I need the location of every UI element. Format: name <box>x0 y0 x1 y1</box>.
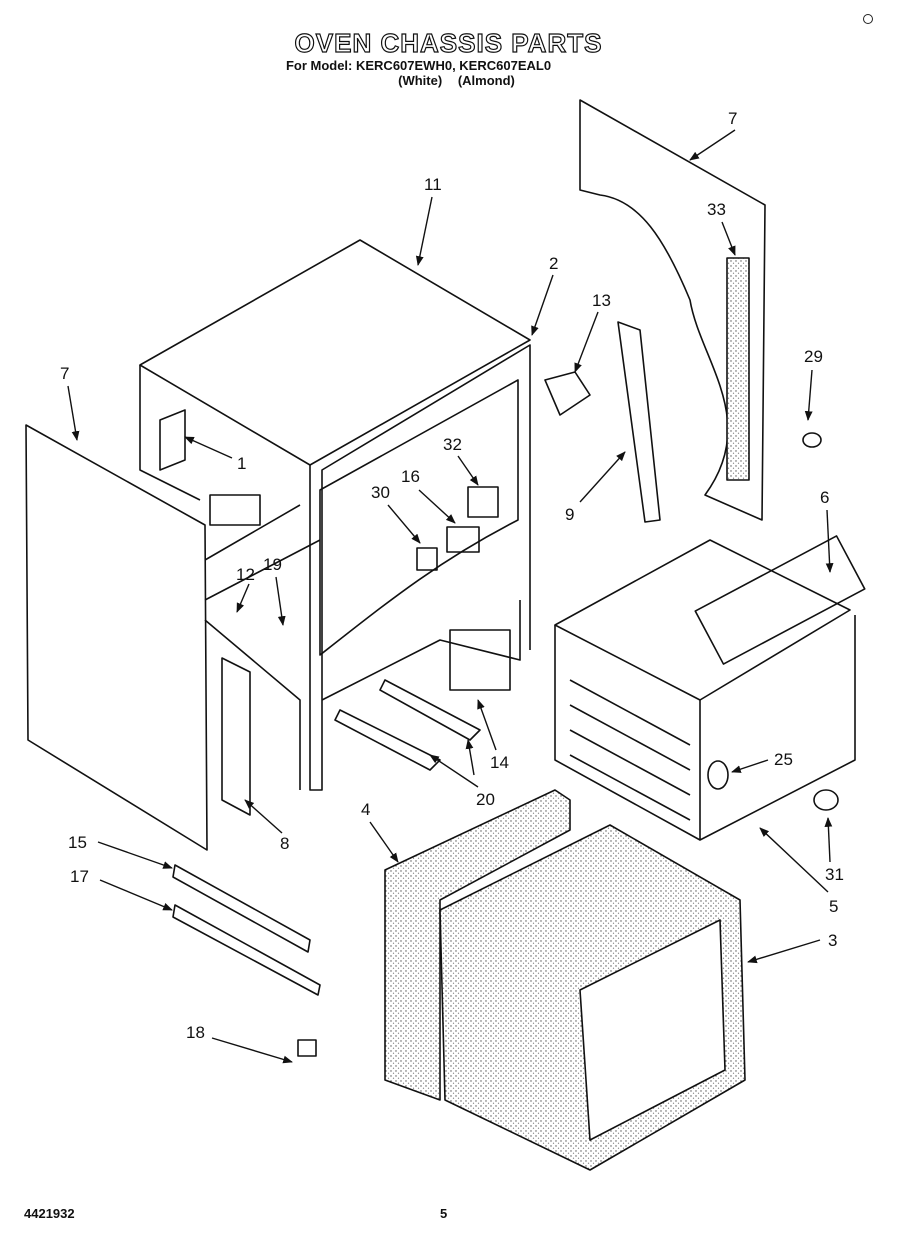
callout-15: 15 <box>68 833 87 852</box>
callout-11: 11 <box>424 175 442 194</box>
component-16 <box>446 526 480 553</box>
oven-cavity-top <box>554 539 851 701</box>
callout-30: 30 <box>371 483 390 502</box>
callout-18: 18 <box>186 1023 205 1042</box>
callout-31: 31 <box>825 865 844 884</box>
rack-6 <box>694 535 866 665</box>
callout-16: 16 <box>401 467 420 486</box>
rail-17 <box>172 904 321 996</box>
page-title: OVEN CHASSIS PARTS <box>294 27 603 58</box>
bracket-13 <box>544 371 591 416</box>
callout-4: 4 <box>361 800 370 819</box>
color-almond: (Almond) <box>457 73 515 88</box>
chassis-top <box>139 239 531 466</box>
element-25 <box>707 760 729 790</box>
rail-20b <box>334 709 441 771</box>
callout-7-left: 7 <box>60 364 69 383</box>
rear-panel <box>579 99 766 521</box>
vent-part <box>209 494 261 526</box>
callout-12: 12 <box>236 565 255 584</box>
model-subtitle: For Model: KERC607EWH0, KERC607EAL0 <box>285 58 552 73</box>
callout-9: 9 <box>565 505 574 524</box>
callout-8: 8 <box>280 834 289 853</box>
callout-7-right: 7 <box>728 109 737 128</box>
chassis-front-right <box>309 344 531 791</box>
oven-cavity-left <box>554 625 701 841</box>
callout-3: 3 <box>828 931 837 950</box>
module-14 <box>449 629 511 691</box>
blanket-opening <box>579 919 726 1141</box>
callout-20: 20 <box>476 790 495 809</box>
rail-15 <box>172 864 311 953</box>
callout-25: 25 <box>774 750 793 769</box>
transformer-32 <box>467 486 499 518</box>
insulation-blanket-4 <box>384 789 571 1101</box>
chassis-bottom-arch <box>321 600 521 701</box>
callout-labels: 7 33 11 2 13 29 7 1 32 16 30 9 6 12 19 1… <box>60 109 844 1042</box>
callout-17: 17 <box>70 867 89 886</box>
insulation-strip <box>726 257 750 481</box>
callout-29: 29 <box>804 347 823 366</box>
rail-20a <box>379 679 481 741</box>
document-number: 4421932 <box>24 1206 75 1221</box>
callout-5: 5 <box>829 897 838 916</box>
chassis-back-edge <box>139 365 201 501</box>
page-header: OVEN CHASSIS PARTS For Model: KERC607EWH… <box>0 27 897 88</box>
knob-29 <box>802 432 822 448</box>
callout-19: 19 <box>263 555 282 574</box>
leveler-18 <box>297 1039 317 1057</box>
callout-33: 33 <box>707 200 726 219</box>
chassis-front-opening <box>319 379 519 656</box>
corner-mark <box>863 14 873 24</box>
oven-cavity-right <box>699 615 856 841</box>
callout-1: 1 <box>237 454 246 473</box>
callout-13: 13 <box>592 291 611 310</box>
color-white: (White) <box>398 73 443 88</box>
callout-32: 32 <box>443 435 462 454</box>
left-side-panel <box>25 424 208 851</box>
callout-14: 14 <box>490 753 509 772</box>
support-bracket <box>221 657 251 816</box>
chassis-left-leg <box>204 619 301 790</box>
bracket-part <box>159 409 186 471</box>
callout-2: 2 <box>549 254 558 273</box>
page-number: 5 <box>440 1206 448 1221</box>
rail-9 <box>617 321 661 523</box>
rack-guides <box>569 679 691 821</box>
model-colors: (White) (Almond) <box>8 73 897 88</box>
chassis-lower-rail-2 <box>204 539 321 601</box>
switch-30 <box>416 547 438 571</box>
plug-31 <box>813 789 839 811</box>
chassis-lower-rail <box>204 504 301 561</box>
callout-6: 6 <box>820 488 829 507</box>
